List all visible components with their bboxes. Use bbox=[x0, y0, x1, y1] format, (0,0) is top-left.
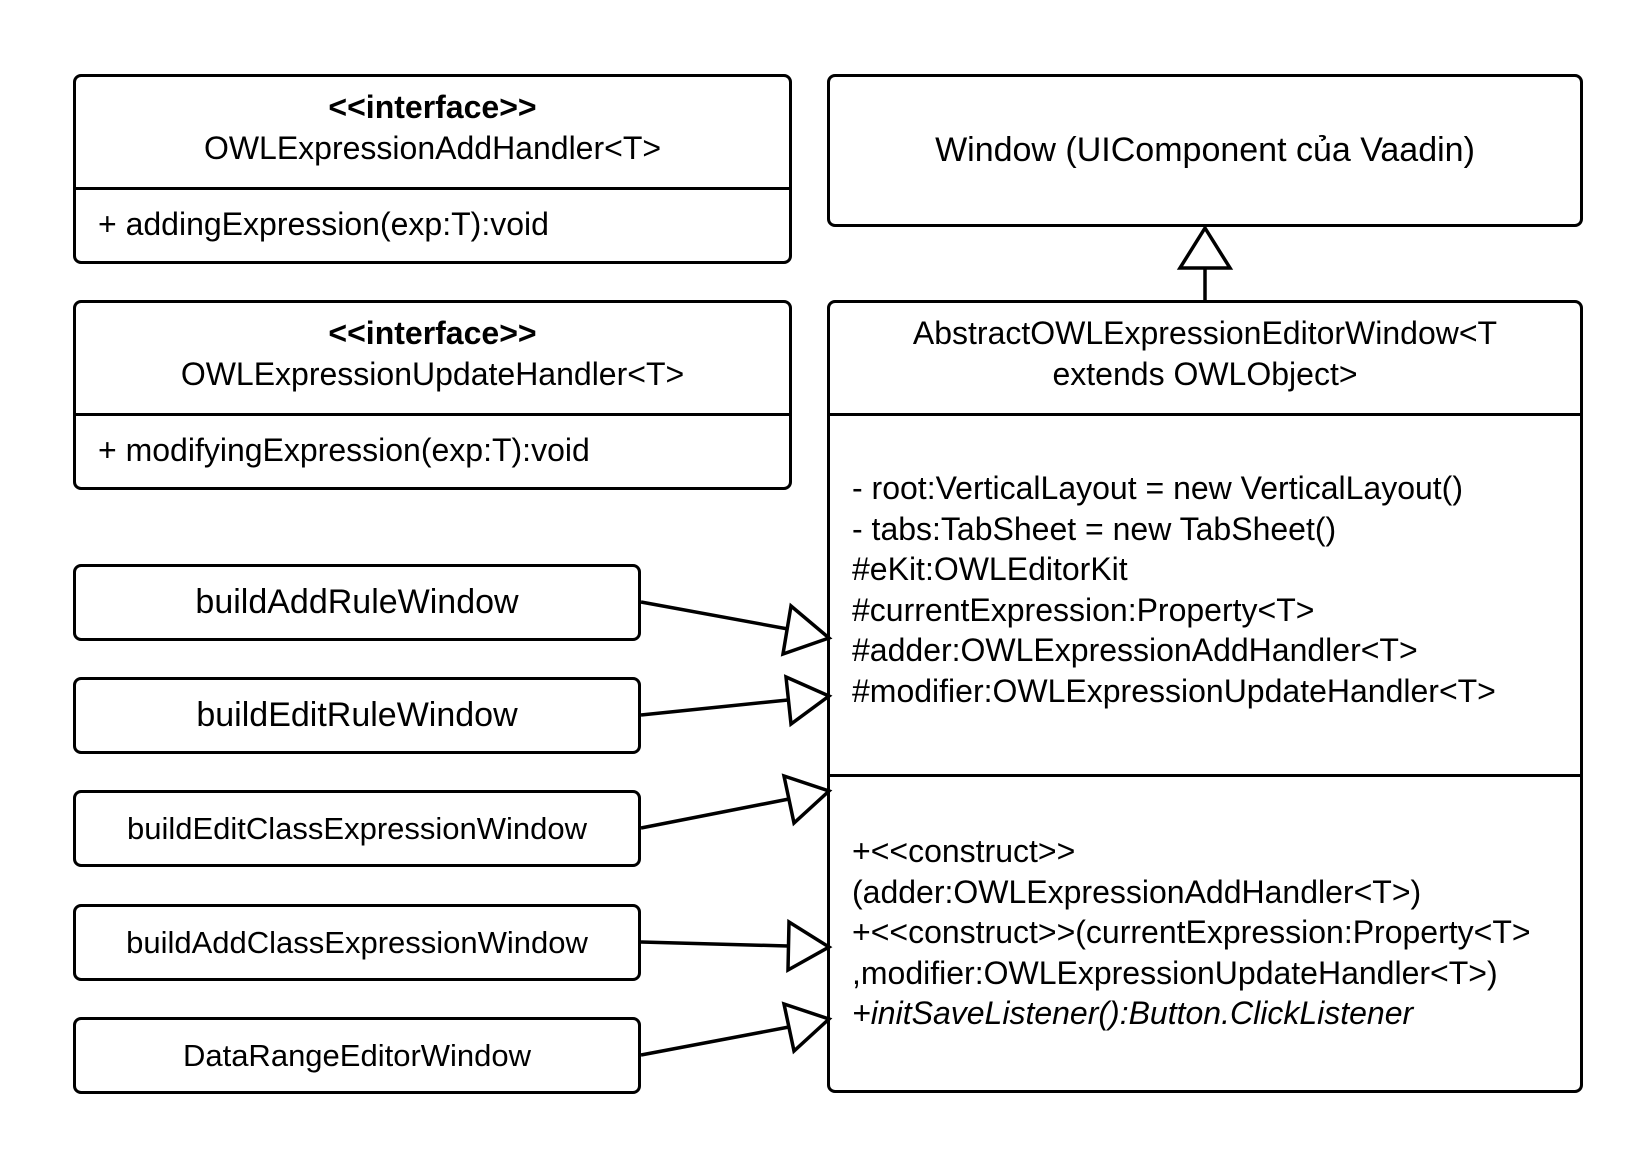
subclass-build-add-rule-window: buildAddRuleWindow bbox=[73, 564, 641, 641]
subclass-label: buildAddRuleWindow bbox=[195, 583, 519, 621]
generalization-line bbox=[640, 698, 789, 717]
subclass-build-edit-rule-window: buildEditRuleWindow bbox=[73, 677, 641, 754]
generalization-arrowhead bbox=[1176, 224, 1234, 270]
compartment-divider bbox=[76, 413, 789, 416]
generalization-arrowhead bbox=[780, 602, 833, 657]
attribute-list: - root:VerticalLayout = new VerticalLayo… bbox=[852, 468, 1570, 711]
attribute-item: #modifier:OWLExpressionUpdateHandler<T> bbox=[852, 672, 1496, 709]
operation-item-abstract: +initSaveListener():Button.ClickListener bbox=[852, 995, 1414, 1031]
stereotype-label: <<interface>> bbox=[328, 89, 537, 125]
interface-name: OWLExpressionAddHandler<T> bbox=[203, 130, 662, 166]
operation-item: +<<construct>> bbox=[852, 833, 1076, 869]
subclass-label: buildAddClassExpressionWindow bbox=[126, 924, 588, 960]
attribute-item: #adder:OWLExpressionAddHandler<T> bbox=[852, 632, 1418, 668]
generalization-line bbox=[640, 940, 789, 948]
compartment-divider bbox=[830, 413, 1580, 416]
attribute-item: - root:VerticalLayout = new VerticalLayo… bbox=[852, 470, 1463, 506]
class-name-line2: extends OWLObject> bbox=[1052, 356, 1358, 392]
method-line: + addingExpression(exp:T):void bbox=[98, 206, 549, 242]
generalization-arrowhead bbox=[781, 773, 833, 827]
interface-update-handler: <<interface>> OWLExpressionUpdateHandler… bbox=[73, 300, 792, 490]
generalization-arrowhead bbox=[786, 918, 833, 974]
interface-update-header: <<interface>> OWLExpressionUpdateHandler… bbox=[76, 313, 789, 395]
interface-add-handler: <<interface>> OWLExpressionAddHandler<T>… bbox=[73, 74, 792, 264]
operation-item: (adder:OWLExpressionAddHandler<T>) bbox=[852, 873, 1422, 910]
subclass-label: buildEditRuleWindow bbox=[196, 696, 518, 734]
generalization-line bbox=[640, 1025, 790, 1057]
subclass-label: DataRangeEditorWindow bbox=[182, 1037, 532, 1073]
stereotype-label: <<interface>> bbox=[328, 315, 537, 351]
window-class: Window (UIComponent của Vaadin) bbox=[827, 74, 1583, 227]
window-class-label: Window (UIComponent của Vaadin) bbox=[935, 131, 1475, 169]
subclass-label: buildEditClassExpressionWindow bbox=[126, 810, 588, 846]
method-line: + modifyingExpression(exp:T):void bbox=[98, 432, 590, 468]
attribute-item: #eKit:OWLEditorKit bbox=[852, 551, 1128, 587]
class-name-line1: AbstractOWLExpressionEditorWindow<T bbox=[912, 315, 1498, 351]
interface-add-header: <<interface>> OWLExpressionAddHandler<T> bbox=[76, 87, 789, 169]
subclass-build-add-class-expression-window: buildAddClassExpressionWindow bbox=[73, 904, 641, 981]
interface-name: OWLExpressionUpdateHandler<T> bbox=[180, 356, 685, 392]
generalization-line bbox=[640, 600, 789, 631]
compartment-divider bbox=[76, 187, 789, 190]
generalization-arrowhead bbox=[781, 1001, 833, 1055]
generalization-arrowhead bbox=[783, 674, 833, 728]
operation-list: +<<construct>> (adder:OWLExpressionAddHa… bbox=[852, 831, 1570, 1034]
subclass-build-edit-class-expression-window: buildEditClassExpressionWindow bbox=[73, 790, 641, 867]
subclass-data-range-editor-window: DataRangeEditorWindow bbox=[73, 1017, 641, 1094]
attribute-item: - tabs:TabSheet = new TabSheet() bbox=[852, 510, 1337, 547]
compartment-divider bbox=[830, 774, 1580, 777]
attribute-item: #currentExpression:Property<T> bbox=[852, 591, 1315, 628]
generalization-line bbox=[640, 797, 790, 830]
abstract-class-header: AbstractOWLExpressionEditorWindow<T exte… bbox=[830, 313, 1580, 395]
operation-item: +<<construct>>(currentExpression:Propert… bbox=[852, 914, 1531, 950]
operation-item: ,modifier:OWLExpressionUpdateHandler<T>) bbox=[852, 954, 1498, 991]
